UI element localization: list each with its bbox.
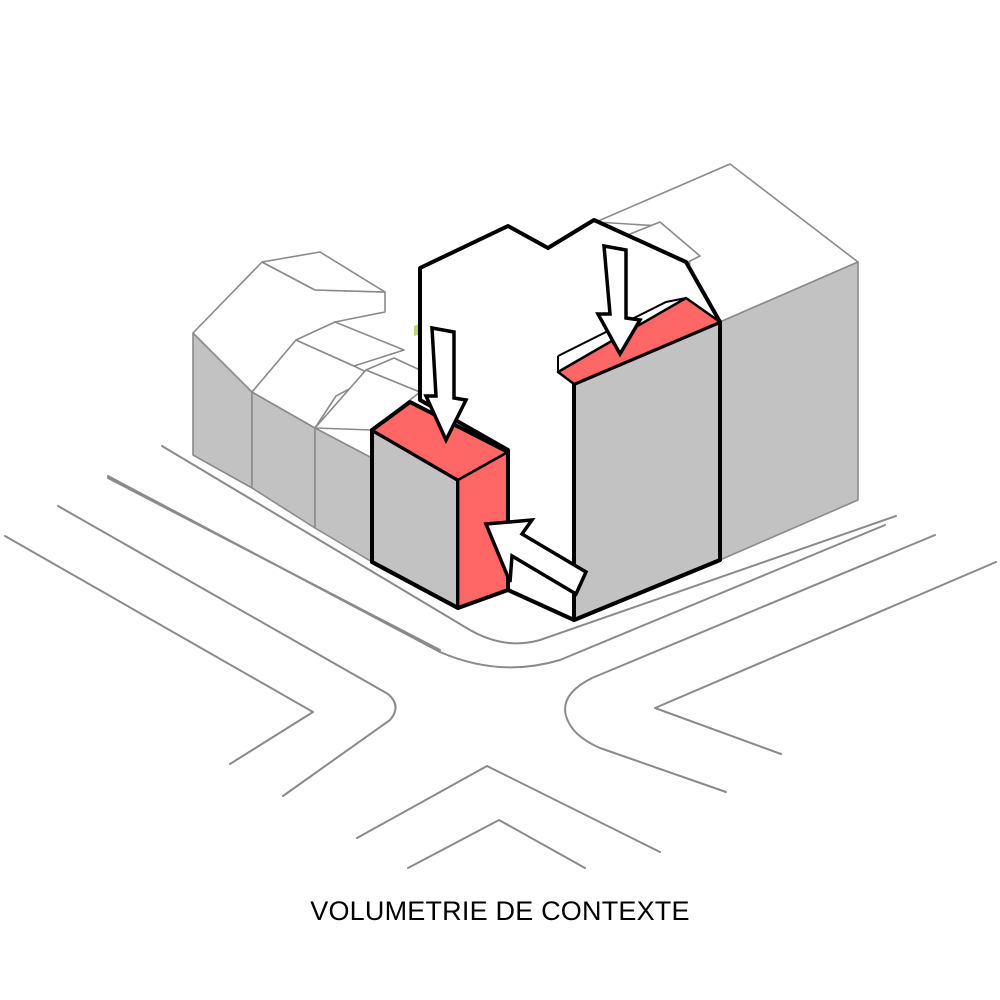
road-edge-left-outer [4,535,314,765]
road-edge-right-outer [654,561,997,755]
context-buildings-left [192,251,421,563]
project-right-red-roof [556,296,722,386]
diagonal-arrow-icon [483,517,589,597]
project-left-outline [370,400,510,610]
context-building-b-roof-ridge [295,321,405,367]
project-building [370,218,722,622]
street-network [4,445,997,869]
road-curb-left-inner [107,475,886,669]
road-edge-left-mid [57,505,397,797]
arrows [423,243,643,597]
project-terrace-line [557,297,687,357]
road-edge-right-mid [564,534,936,793]
down-arrow-icon [595,243,643,358]
context-building-a-roof-ridge [261,251,386,293]
project-left-roof-edge [371,428,459,482]
road-edge-bottom-upper [356,765,661,853]
road-curb-left [161,445,897,645]
down-arrow-icon [423,325,469,445]
road-edge-bottom-lower [407,819,586,869]
diagram-caption: VOLUMETRIE DE CONTEXTE [310,896,690,926]
